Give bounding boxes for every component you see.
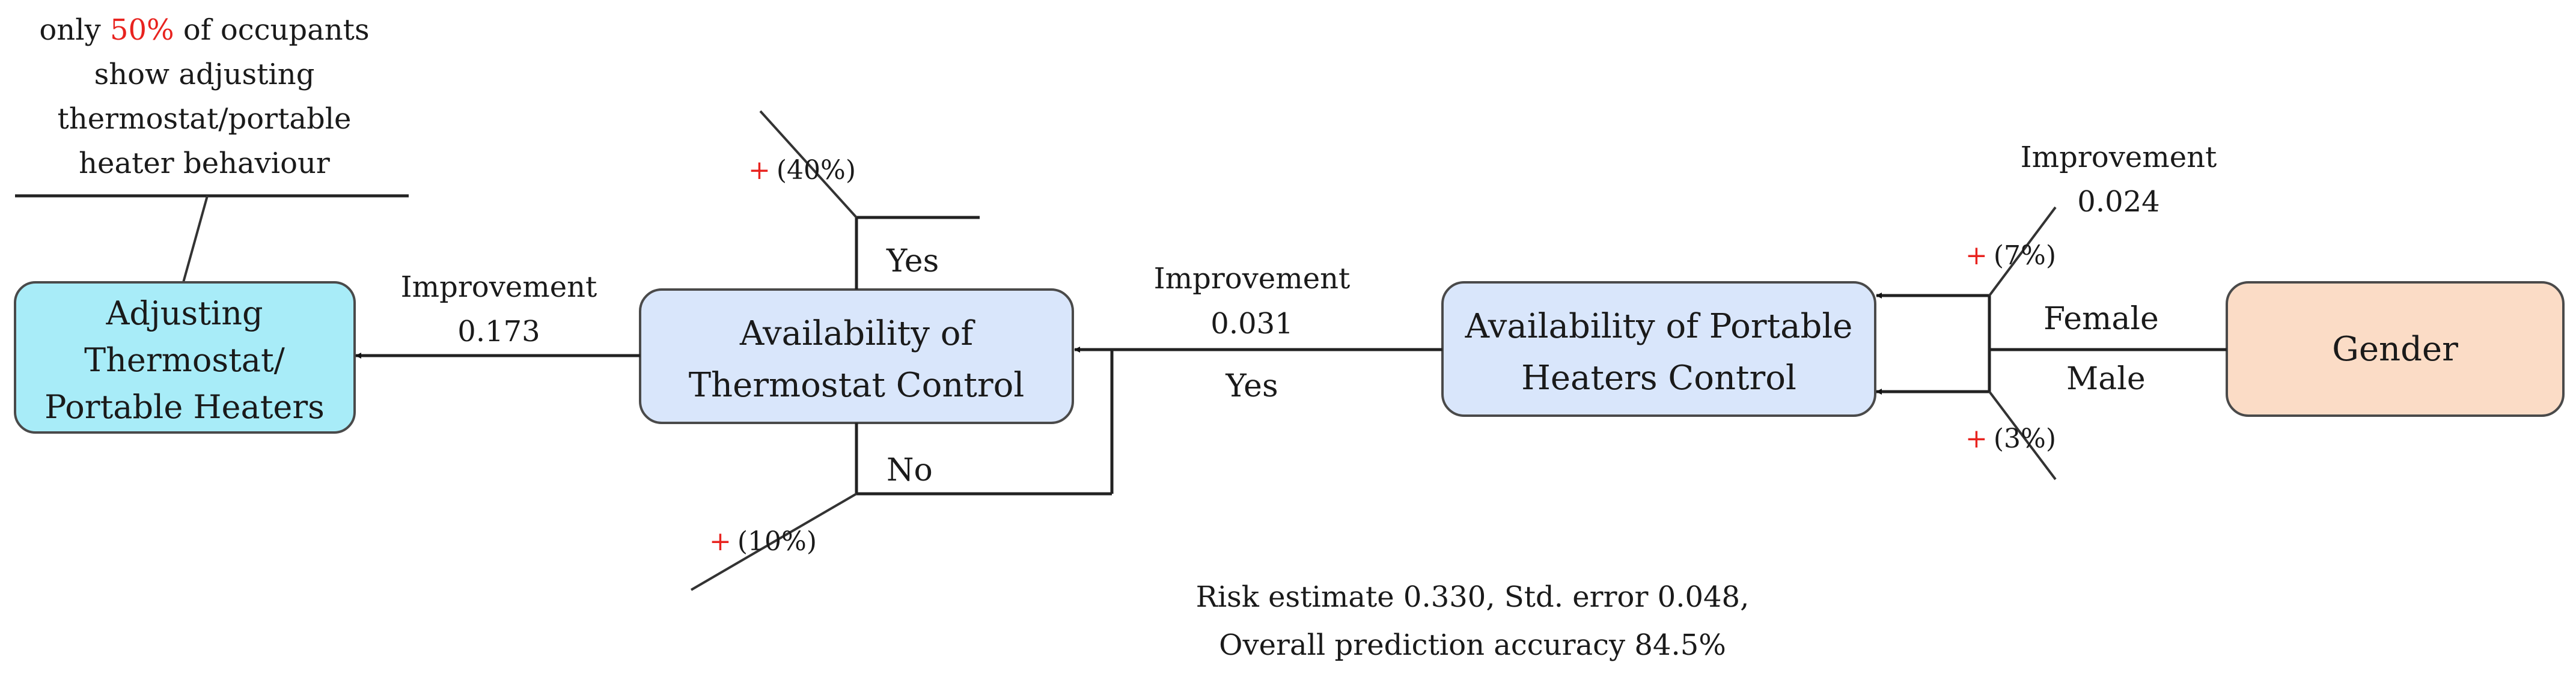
node-target: Adjusting Thermostat/ Portable Heaters [14,281,356,434]
edge-heaters-to-thermostat: Improvement 0.031 Yes [1074,262,1442,494]
risk-estimate: Risk estimate 0.330, Std. error 0.048, [1196,580,1750,614]
branch-yes-pct: +(40%) [748,155,856,186]
node-heaters-line-2: Heaters Control [1521,359,1796,398]
improvement-label-3: Improvement [2021,141,2217,174]
node-target-line-3: Portable Heaters [44,388,325,426]
branch-yes-leader [759,110,858,219]
branch-male-pct: +(3%) [1965,423,2056,454]
branch-no-pct: +(10%) [709,526,817,557]
annotation-line-2: show adjusting [94,58,315,91]
branch-yes-heaters: Yes [1225,368,1278,404]
improvement-label-1: Improvement [401,270,597,304]
branch-no-leader [690,493,858,591]
edge-thermostat-to-target: Improvement 0.173 [355,270,640,359]
node-target-line-2: Thermostat/ [84,341,285,379]
improvement-value-3: 0.024 [2077,185,2159,219]
annotation-leader [182,195,209,283]
branch-yes-label: Yes [886,243,939,279]
annotation-line-3: thermostat/portable [58,102,352,136]
node-gender-label: Gender [2332,330,2458,369]
branch-female-pct: +(7%) [1965,240,2056,271]
branch-female-label: Female [2043,301,2159,337]
node-heaters-line-1: Availability of Portable [1465,307,1853,346]
node-thermostat: Availability of Thermostat Control [639,288,1074,424]
branch-no-label: No [887,452,933,488]
branch-male-leader [1988,390,2057,481]
node-target-line-1: Adjusting [105,294,263,332]
node-thermostat-line-2: Thermostat Control [689,366,1025,405]
improvement-value-2: 0.031 [1210,307,1293,341]
annotation-note: only 50% of occupants show adjusting the… [15,13,409,283]
annotation-line-4: heater behaviour [79,147,330,180]
model-statistics: Risk estimate 0.330, Std. error 0.048, O… [1196,580,1750,662]
improvement-label-2: Improvement [1154,262,1351,296]
prediction-accuracy: Overall prediction accuracy 84.5% [1219,628,1726,662]
branch-female-leader [1988,206,2057,297]
improvement-value-1: 0.173 [457,315,540,348]
annotation-line-1: only 50% of occupants [39,13,369,47]
node-heaters: Availability of Portable Heaters Control [1441,281,1876,417]
branch-male-label: Male [2066,361,2146,397]
node-target-box [14,281,356,434]
edge-gender-to-heaters: Improvement 0.024 Female Male +(7%) +(3%… [1876,141,2227,481]
thermostat-branches: Yes +(40%) No +(10%) [690,110,1112,591]
node-gender: Gender [2226,281,2565,417]
node-thermostat-line-1: Availability of [739,314,976,353]
